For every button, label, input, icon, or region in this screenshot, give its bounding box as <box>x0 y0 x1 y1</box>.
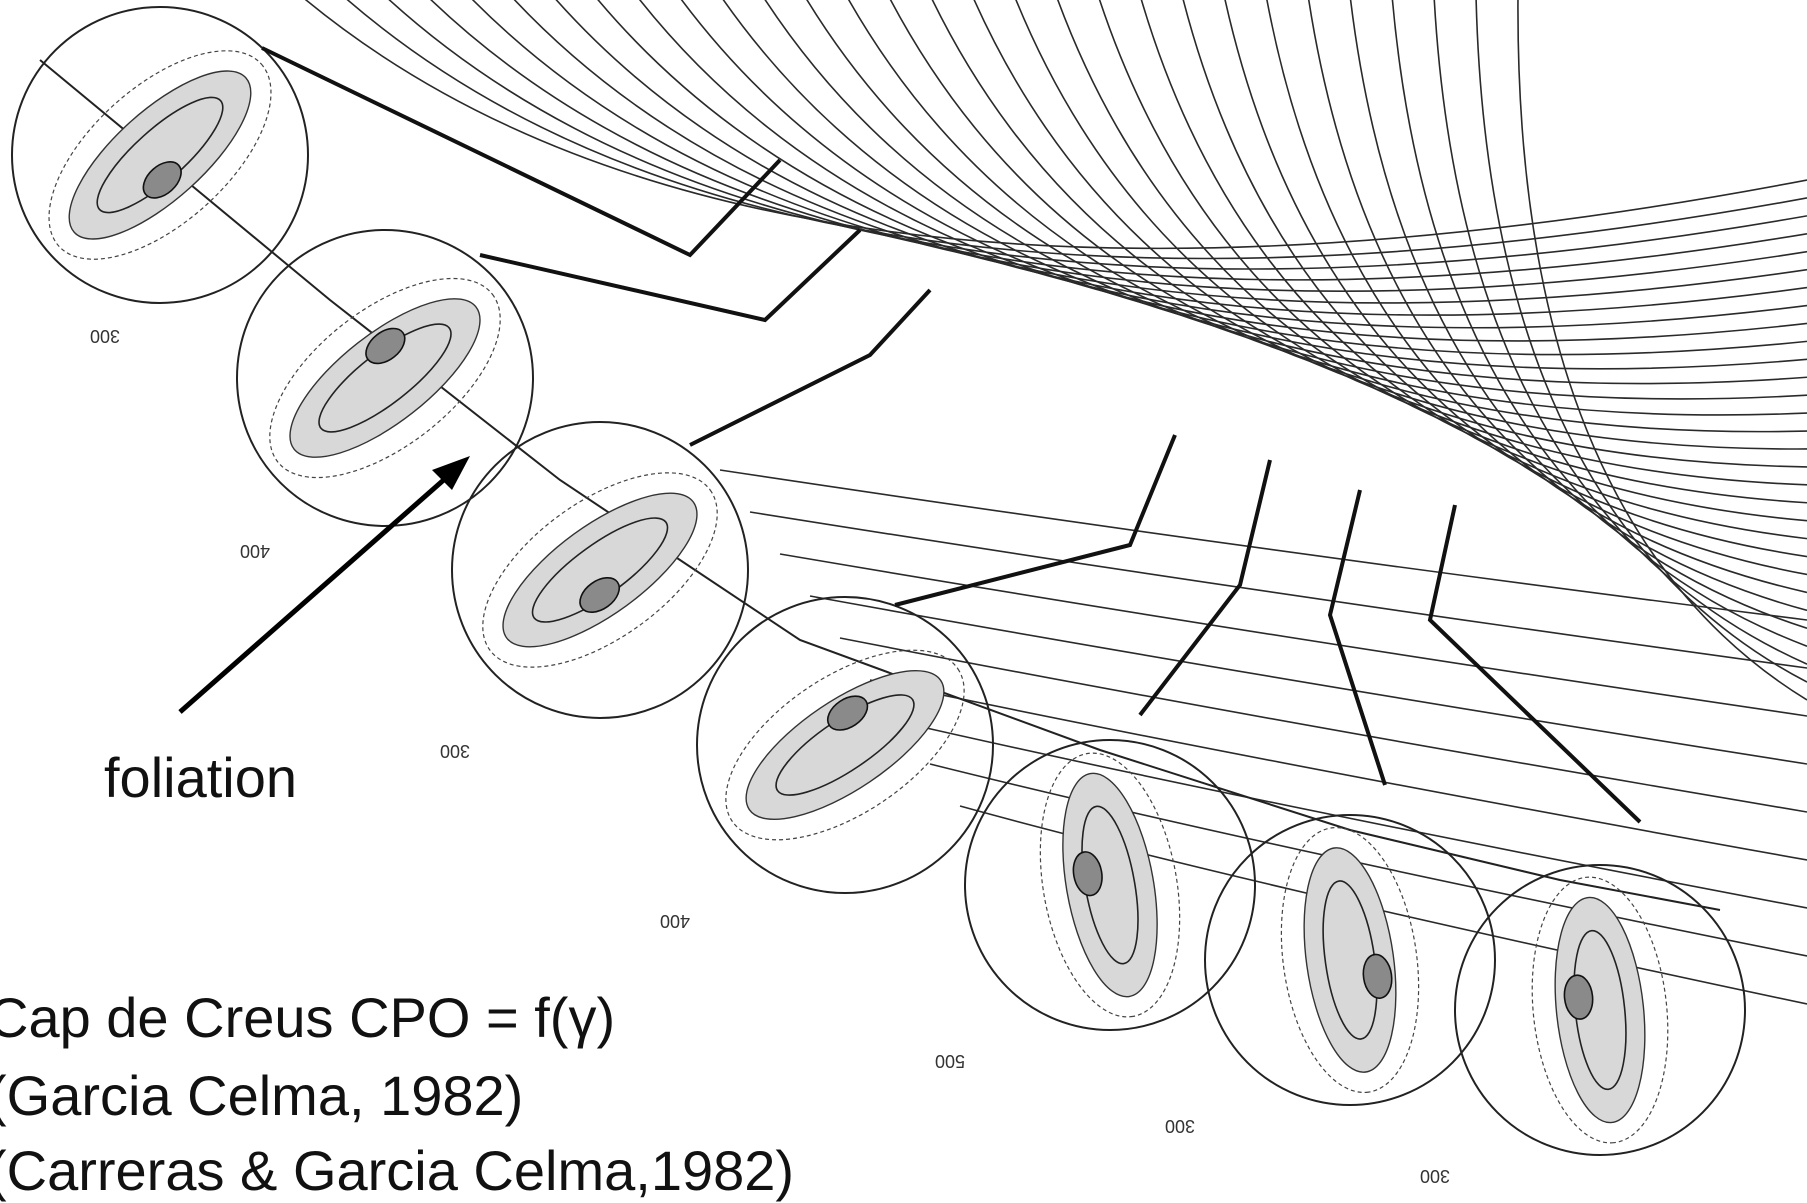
contour-band <box>1291 842 1409 1078</box>
trajectory-line <box>1308 0 1807 610</box>
trajectory-line <box>426 0 1807 280</box>
trajectory-line <box>1014 0 1807 485</box>
stereonet: 400 <box>236 230 534 561</box>
stereonet: 400 <box>660 597 996 931</box>
stereonet: 300 <box>1420 865 1745 1186</box>
stereonet: 300 <box>1165 815 1495 1136</box>
leader-line <box>690 290 930 445</box>
trajectory-line <box>384 0 1807 269</box>
trajectory-line <box>810 596 1807 764</box>
net-scale-label: 300 <box>1165 1116 1195 1136</box>
trajectory-line <box>1392 0 1807 646</box>
contour-band <box>45 45 276 265</box>
net-scale-label: 500 <box>935 1051 965 1071</box>
trajectory-line <box>1434 0 1807 664</box>
net-scale-label: 300 <box>90 326 120 346</box>
contour-band <box>481 466 720 674</box>
leader-line <box>1140 460 1270 715</box>
contour-band <box>1545 893 1655 1127</box>
leader-line <box>262 48 780 255</box>
trajectory-line <box>750 512 1807 668</box>
caption-line-1: Cap de Creus CPO = f(γ) <box>0 985 615 1050</box>
leader-line <box>1330 490 1385 785</box>
trajectory-line <box>1224 0 1807 574</box>
trajectory-line <box>1182 0 1807 557</box>
trajectory-line <box>972 0 1807 467</box>
contour-band <box>267 272 504 484</box>
foliation-label: foliation <box>104 745 297 810</box>
leader-lines <box>262 48 1640 822</box>
trajectory-line <box>342 0 1807 258</box>
foliation-arrow <box>180 456 470 712</box>
net-scale-label: 300 <box>440 741 470 761</box>
trajectory-line <box>840 638 1807 812</box>
caption-line-3: (Carreras & Garcia Celma,1982) <box>0 1138 794 1203</box>
trajectory-line <box>678 0 1807 355</box>
leader-line <box>895 435 1175 605</box>
stereonet: 300 <box>440 422 750 761</box>
contour-band <box>1048 766 1173 1004</box>
trajectory-line <box>870 680 1807 860</box>
net-scale-label: 400 <box>240 541 270 561</box>
trajectory-line <box>1266 0 1807 592</box>
contour-band <box>724 644 965 847</box>
net-scale-label: 400 <box>660 911 690 931</box>
trajectory-line <box>1518 0 1807 700</box>
stereonet: 300 <box>12 7 308 346</box>
trajectory-line <box>1098 0 1807 521</box>
trajectory-line <box>762 0 1807 384</box>
net-scale-label: 300 <box>1420 1166 1450 1186</box>
caption-line-2: (Garcia Celma, 1982) <box>0 1063 523 1128</box>
